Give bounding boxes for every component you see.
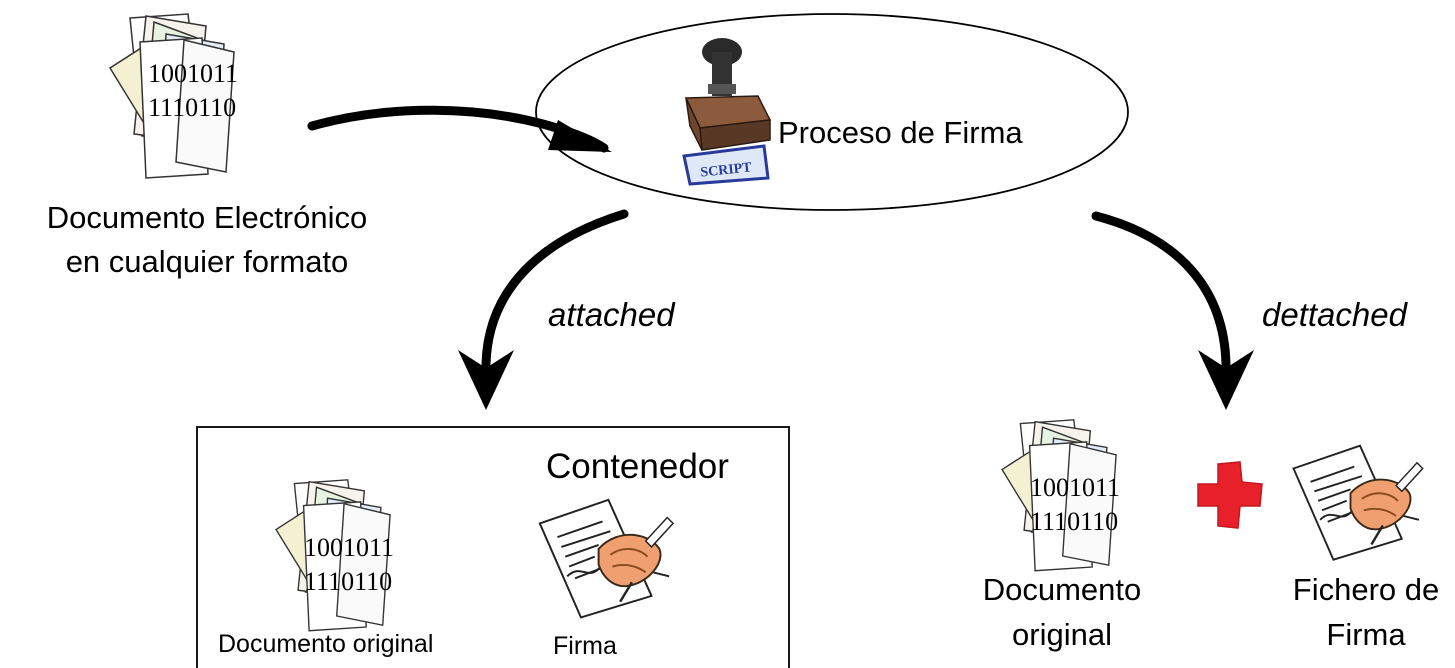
signing-process-label: Proceso de Firma <box>778 115 1023 150</box>
detached-document-label-line-2: original <box>1012 617 1112 652</box>
source-document-binary-line-2: 1110110 <box>148 93 236 122</box>
detached-document-binary-line-2: 1110110 <box>1030 507 1118 536</box>
detached-document-binary-line-1: 1001011 <box>1030 473 1120 502</box>
container-document-binary-line-1: 1001011 <box>304 533 394 562</box>
detached-label: dettached <box>1262 296 1409 333</box>
attached-arrow <box>458 209 629 410</box>
detached-document-label-line-1: Documento <box>983 572 1142 607</box>
signing-process-ellipse <box>535 13 1129 211</box>
source-document-label-line-1: Documento Electrónico <box>47 200 368 235</box>
attached-label: attached <box>548 296 676 333</box>
plus-icon <box>1197 461 1263 529</box>
container-signature-label: Firma <box>553 632 617 660</box>
rubber-stamp-icon: SCRIPT <box>682 38 772 186</box>
container-document-label: Documento original <box>218 630 433 658</box>
input-arrow <box>307 105 612 153</box>
detached-signature-label-line-1: Fichero de <box>1293 572 1439 607</box>
container-document-binary-line-2: 1110110 <box>304 567 392 596</box>
container-box <box>196 426 790 668</box>
detached-signature-label-line-2: Firma <box>1326 617 1406 652</box>
detached-signature-icon <box>1292 444 1424 561</box>
source-document-label-line-2: en cualquier formato <box>66 244 349 279</box>
container-title: Contenedor <box>546 447 729 486</box>
detached-arrow <box>1091 211 1254 410</box>
container-signature-icon <box>538 498 675 619</box>
source-document-binary-line-1: 1001011 <box>148 59 238 88</box>
stamp-imprint-text: SCRIPT <box>700 160 753 180</box>
